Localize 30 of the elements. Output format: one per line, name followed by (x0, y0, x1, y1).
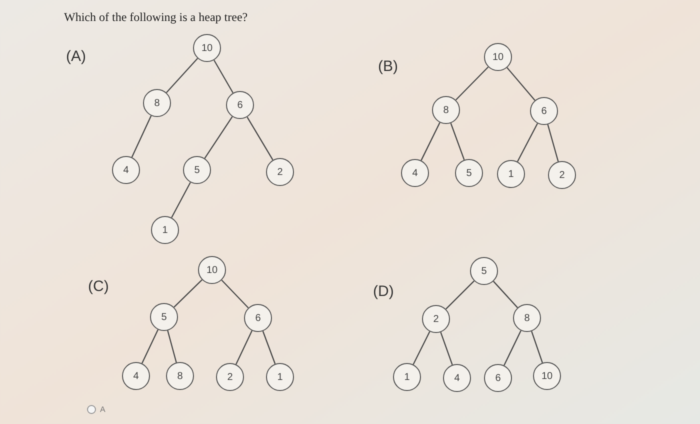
option-letter: (D) (373, 282, 394, 302)
tree-edge (235, 330, 253, 365)
tree-edge (166, 58, 198, 94)
tree-edge (506, 67, 536, 101)
tree-edge (204, 116, 233, 159)
option-letter: (A) (66, 47, 86, 67)
tree-edge (412, 331, 430, 365)
option-letter: (B) (378, 57, 398, 77)
tree-edge (493, 280, 518, 308)
tree-edge (531, 331, 543, 363)
tree-edge (141, 329, 159, 364)
tree-edge (221, 280, 249, 308)
tree-edge (246, 116, 274, 160)
tree-edge (516, 123, 538, 162)
question-text: Which of the following is a heap tree? (64, 9, 248, 26)
option-letter: (C) (88, 277, 109, 297)
tree-edge (440, 332, 453, 366)
tree-edge (131, 115, 152, 158)
tree-edge (171, 182, 191, 218)
tree-edge (262, 330, 276, 364)
tree-edge (214, 60, 234, 94)
option-label: A (100, 404, 106, 416)
tree-edge (455, 66, 489, 100)
tree-edge (420, 122, 440, 161)
tree-edge (167, 330, 177, 363)
tree-edge (174, 279, 202, 308)
tree-edge (504, 330, 522, 366)
tree-edge (445, 280, 475, 310)
tree-edge (450, 122, 465, 160)
tree-edge (547, 124, 559, 162)
